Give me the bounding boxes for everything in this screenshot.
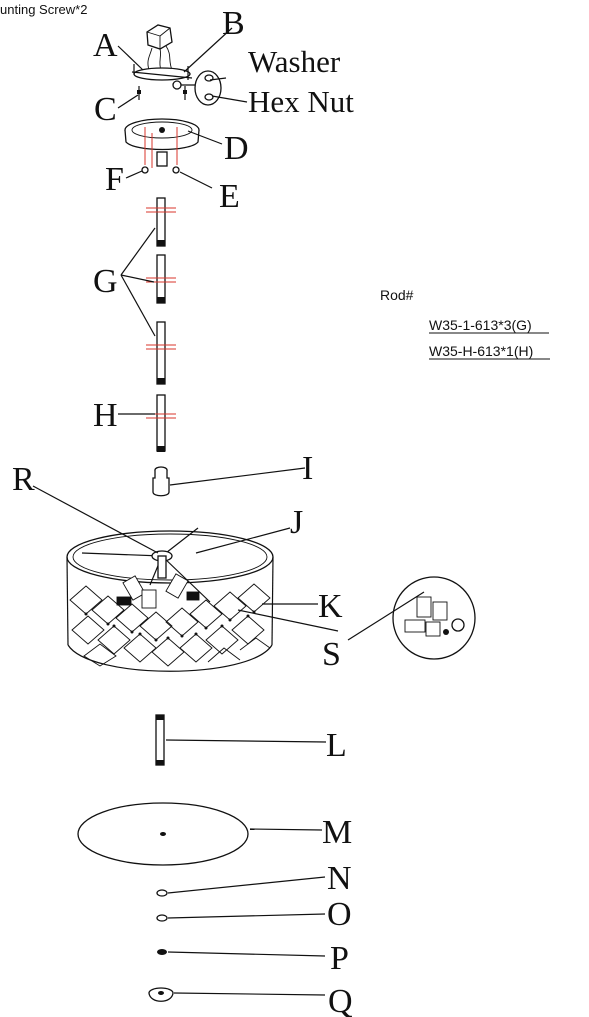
rod-segments — [146, 197, 176, 452]
leader-lines — [32, 27, 425, 996]
label-q: Q — [328, 983, 353, 1017]
label-d: D — [224, 130, 249, 167]
rod-info-item: W35-H-613*1(H) — [429, 343, 533, 359]
finial-q — [148, 987, 174, 1002]
label-h: H — [93, 397, 118, 434]
mounting-bracket — [131, 24, 198, 100]
label-i: I — [302, 450, 313, 487]
screw-e — [172, 166, 180, 174]
label-g: G — [93, 263, 118, 300]
washer-n — [156, 889, 168, 897]
screw-f — [141, 166, 149, 174]
washer-hex-nut-part — [194, 70, 222, 106]
bottom-rod — [155, 714, 165, 766]
label-c: C — [94, 91, 117, 128]
label-a: A — [93, 27, 118, 64]
label-p: P — [330, 940, 349, 977]
label-l: L — [326, 727, 347, 764]
label-f: F — [105, 161, 124, 198]
diffuser-plate — [77, 802, 249, 866]
header-cut-text: unting Screw*2 — [0, 2, 87, 17]
rod-info-title: Rod# — [380, 287, 414, 303]
label-b: B — [222, 5, 245, 42]
label-j: J — [290, 504, 303, 541]
label-hex-nut: Hex Nut — [248, 84, 354, 119]
canopy — [124, 118, 200, 168]
label-r: R — [12, 461, 35, 498]
label-k: K — [318, 588, 343, 625]
socket-detail-inset — [392, 576, 476, 660]
rod-info-item: W35-1-613*3(G) — [429, 317, 532, 333]
label-m: M — [322, 814, 352, 851]
label-e: E — [219, 178, 240, 215]
nut-p — [157, 949, 167, 955]
label-s: S — [322, 636, 341, 673]
label-washer: Washer — [248, 44, 341, 79]
label-o: O — [327, 896, 352, 933]
rod-info: Rod# W35-1-613*3(G) W35-H-613*1(H) — [380, 287, 550, 360]
coupler — [152, 466, 170, 497]
washer-o — [156, 914, 168, 922]
drum-shade — [66, 527, 274, 672]
label-n: N — [327, 860, 352, 897]
